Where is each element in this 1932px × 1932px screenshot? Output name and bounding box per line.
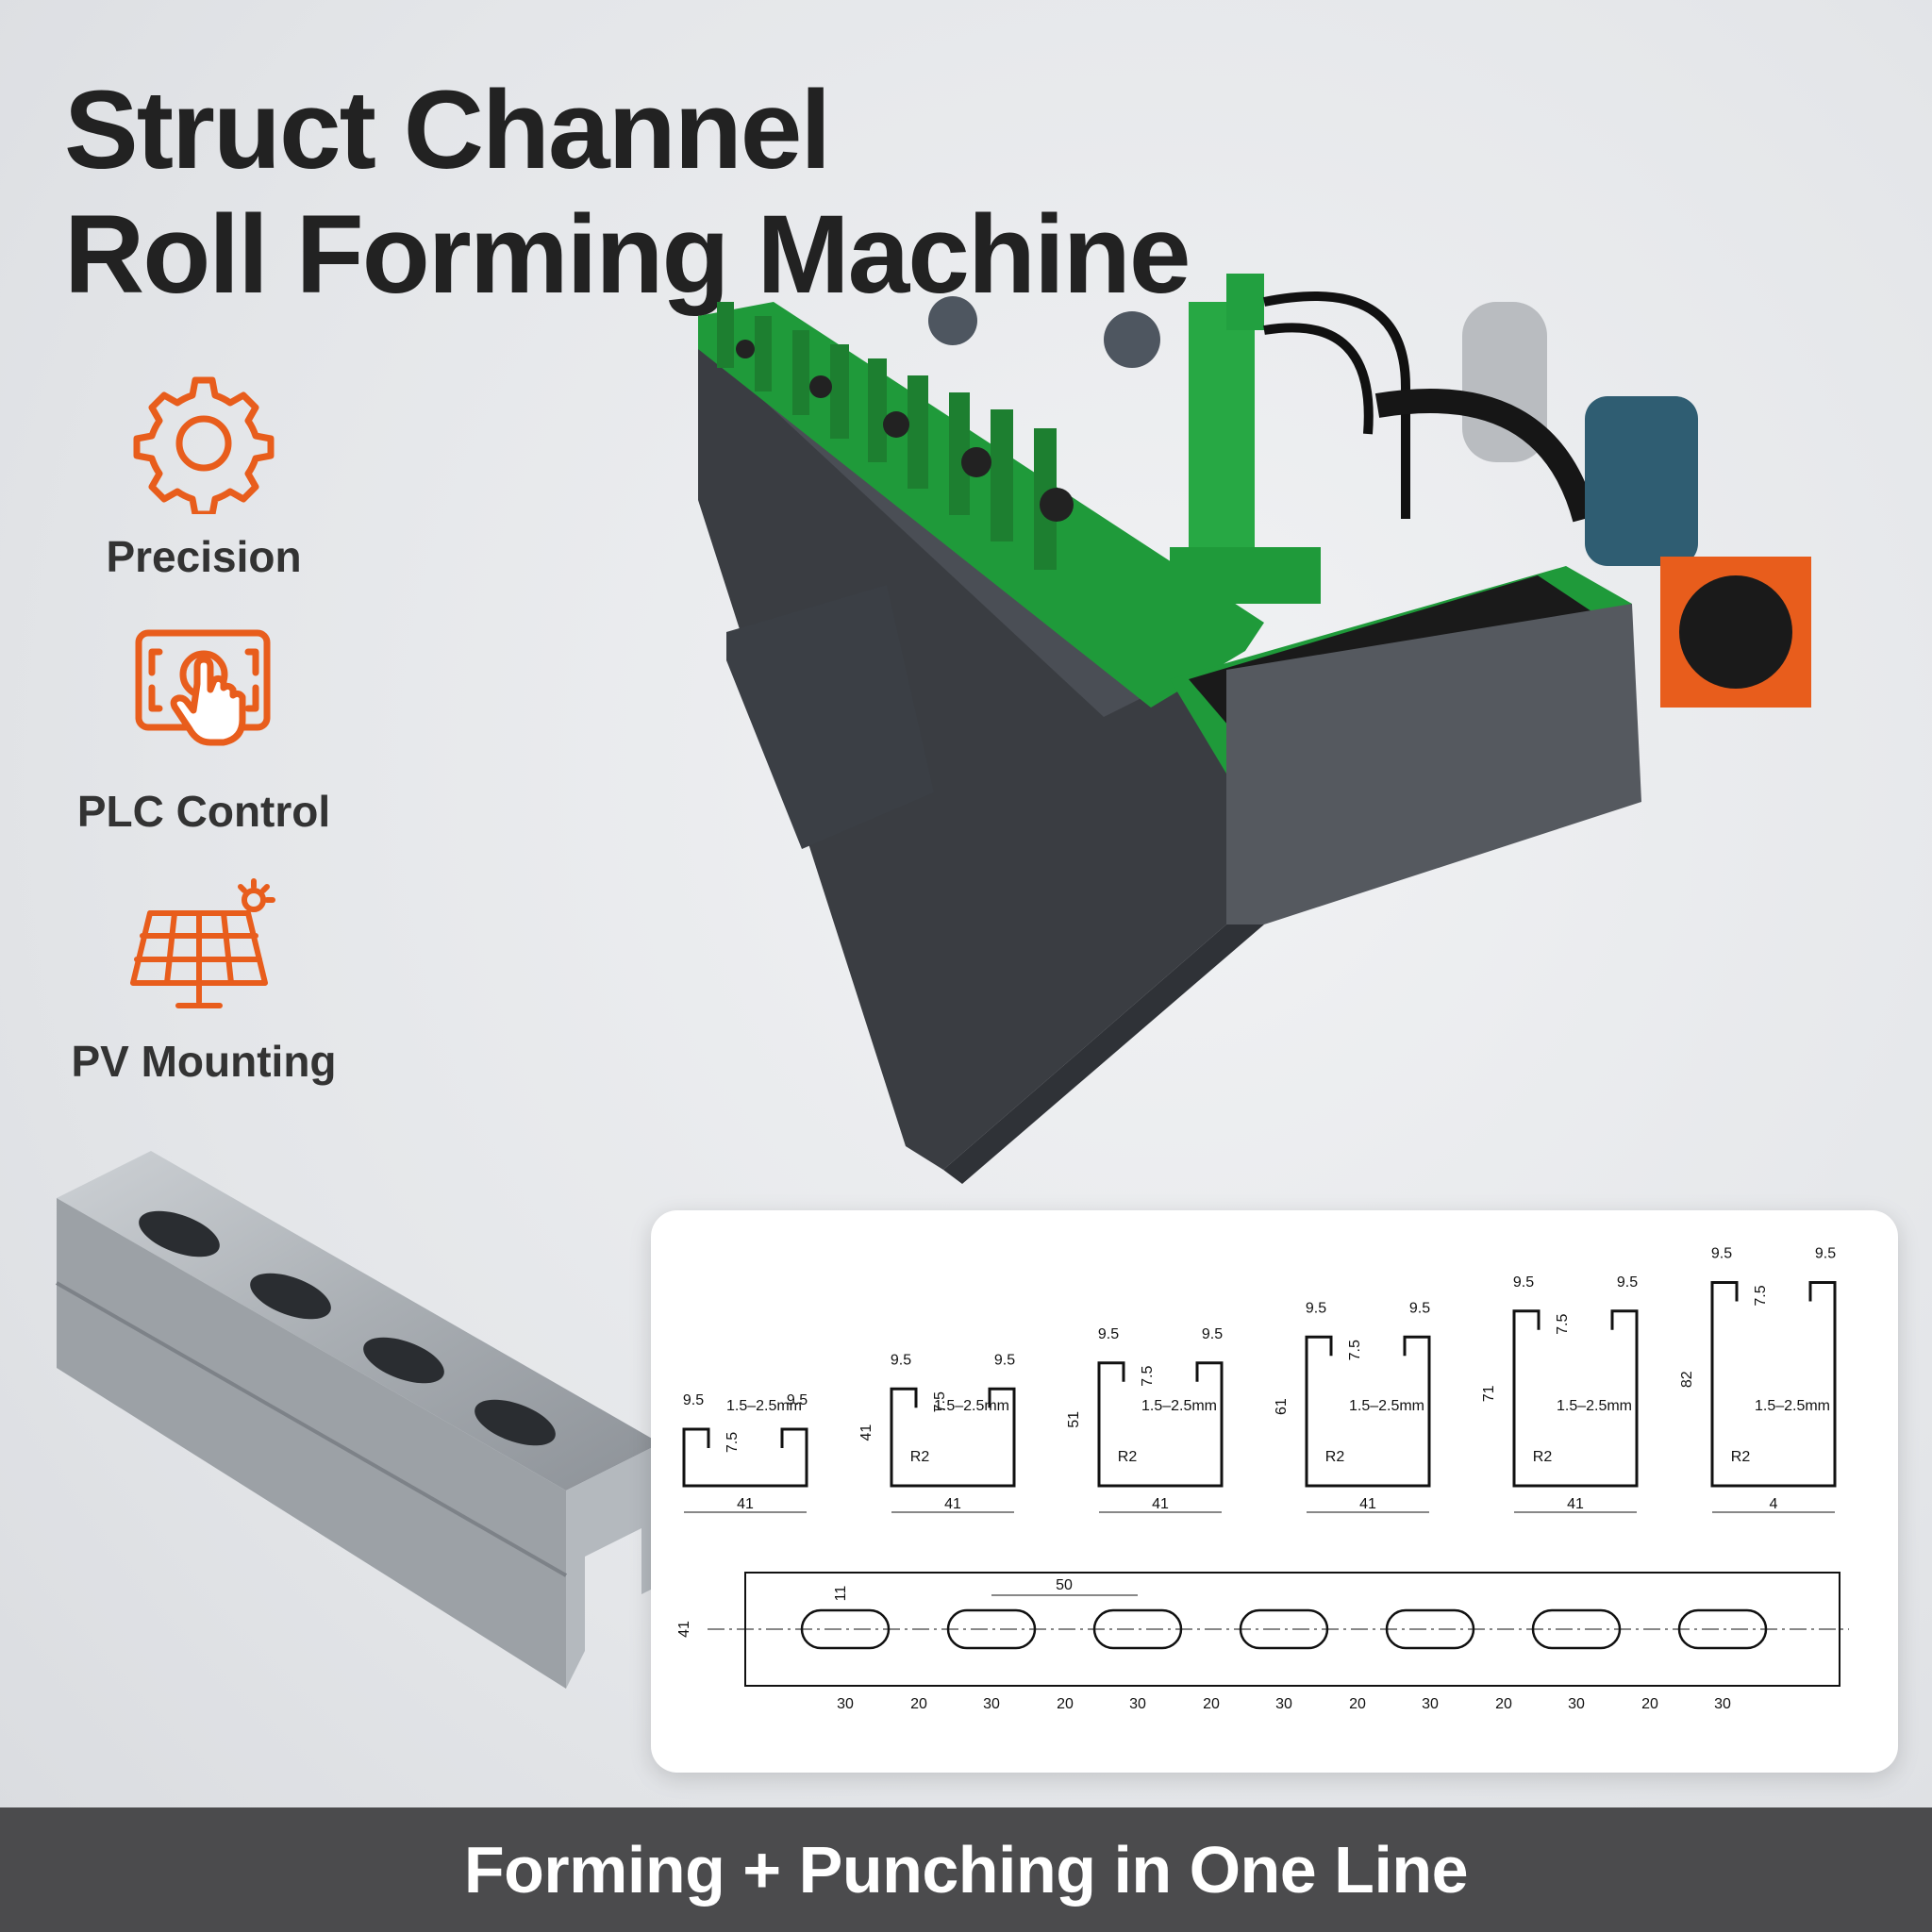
feature-label: Precision [106, 532, 302, 581]
thickness-label: 1.5–2.5mm [726, 1398, 802, 1414]
feature-precision: Precision [57, 373, 351, 582]
slot-height-label: 11 [833, 1586, 849, 1602]
title-line-1: Struct Channel [64, 68, 831, 192]
width-label: 41 [944, 1496, 961, 1512]
height-label: 41 [858, 1424, 874, 1441]
roll-forming-machine-image [698, 274, 1811, 1184]
gap-label: 20 [1495, 1696, 1512, 1712]
slot [946, 1608, 1037, 1650]
feature-label: PLC Control [76, 787, 331, 836]
lip-label: 9.5 [1711, 1246, 1732, 1262]
thickness-label: 1.5–2.5mm [1141, 1398, 1217, 1414]
slot-length-label: 30 [1422, 1696, 1439, 1712]
radius-label: R2 [1533, 1449, 1553, 1465]
title-line-2: Roll Forming Machine [64, 192, 1191, 317]
height-label: 82 [1679, 1371, 1695, 1388]
thickness-label: 1.5–2.5mm [934, 1398, 1009, 1414]
lip-depth-label: 7.5 [932, 1391, 948, 1412]
slot [1677, 1608, 1768, 1650]
profile-outline [1305, 1335, 1431, 1488]
profile-outline [682, 1427, 808, 1488]
feature-label: PV Mounting [71, 1037, 337, 1086]
thickness-label: 1.5–2.5mm [1349, 1398, 1424, 1414]
lip-label: 9.5 [1617, 1274, 1638, 1291]
width-label: 41 [1567, 1496, 1584, 1512]
slot-length-label: 30 [1129, 1696, 1146, 1712]
page-title: Struct Channel Roll Forming Machine [64, 68, 1191, 317]
slot [1239, 1608, 1329, 1650]
profile-outline [890, 1387, 1016, 1488]
lip-label: 9.5 [1098, 1326, 1119, 1342]
lip-label: 9.5 [994, 1352, 1015, 1368]
gap-label: 20 [910, 1696, 927, 1712]
touch-screen-icon [135, 629, 271, 746]
lip-depth-label: 7.5 [1753, 1285, 1769, 1306]
lip-label: 9.5 [1815, 1246, 1836, 1262]
profile-outline [1512, 1309, 1639, 1488]
slot-length-label: 30 [1275, 1696, 1292, 1712]
gap-label: 20 [1203, 1696, 1220, 1712]
slot [1385, 1608, 1475, 1650]
slot [1531, 1608, 1622, 1650]
lip-depth-label: 7.5 [1555, 1314, 1571, 1335]
width-label: 41 [1152, 1496, 1169, 1512]
lip-label: 9.5 [1202, 1326, 1223, 1342]
solar-panel-icon [130, 878, 275, 1008]
width-label: 41 [737, 1496, 754, 1512]
lip-label: 9.5 [1513, 1274, 1534, 1291]
gap-label: 20 [1349, 1696, 1366, 1712]
slot-length-label: 30 [983, 1696, 1000, 1712]
slot-length-label: 30 [1714, 1696, 1731, 1712]
slot [800, 1608, 891, 1650]
radius-label: R2 [910, 1449, 930, 1465]
profile-outline [1097, 1361, 1224, 1488]
lip-depth-label: 7.5 [1140, 1366, 1156, 1387]
slot-length-label: 30 [1568, 1696, 1585, 1712]
slot [1092, 1608, 1183, 1650]
strip-height-label: 41 [676, 1621, 692, 1638]
radius-label: R2 [1118, 1449, 1138, 1465]
feature-pv-mounting: PV Mounting [57, 877, 351, 1087]
radius-label: R2 [1325, 1449, 1345, 1465]
thickness-label: 1.5–2.5mm [1557, 1398, 1632, 1414]
height-label: 71 [1481, 1385, 1497, 1402]
height-label: 51 [1066, 1411, 1082, 1428]
gap-label: 20 [1641, 1696, 1658, 1712]
lip-label: 9.5 [891, 1352, 911, 1368]
width-label: 4 [1770, 1496, 1778, 1512]
lip-label: 9.5 [1409, 1300, 1430, 1316]
lip-label: 9.5 [787, 1392, 808, 1408]
pitch-label: 50 [1056, 1577, 1073, 1593]
strut-channel-image [56, 1151, 660, 1689]
banner-text: Forming + Punching in One Line [463, 1833, 1469, 1907]
thickness-label: 1.5–2.5mm [1755, 1398, 1830, 1414]
gap-label: 20 [1057, 1696, 1074, 1712]
gear-icon [133, 376, 275, 514]
lip-label: 9.5 [1306, 1300, 1326, 1316]
lip-depth-label: 7.5 [1347, 1340, 1363, 1360]
radius-label: R2 [1731, 1449, 1751, 1465]
profile-outline [1710, 1281, 1837, 1488]
lip-label: 9.5 [683, 1392, 704, 1408]
height-label: 61 [1274, 1398, 1290, 1415]
feature-plc-control: PLC Control [57, 627, 351, 837]
slot-length-label: 30 [837, 1696, 854, 1712]
bottom-banner: Forming + Punching in One Line [0, 1807, 1932, 1932]
lip-depth-label: 7.5 [724, 1432, 741, 1453]
width-label: 41 [1359, 1496, 1376, 1512]
